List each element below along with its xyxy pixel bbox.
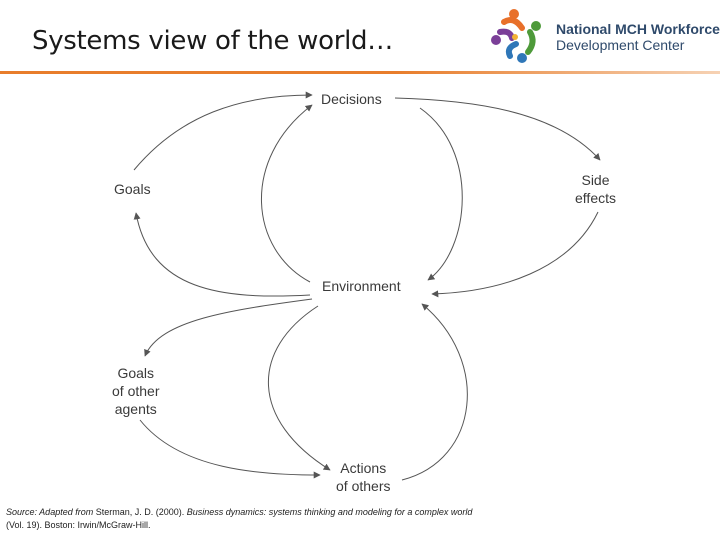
node-side-effects: Side effects [575,172,616,206]
organization-name-line-2: Development Center [556,37,685,53]
node-environment: Environment [322,278,401,294]
source-citation: Source: Adapted from Sterman, J. D. (200… [6,506,476,532]
node-goals-of-other-agents: Goals of other agents [112,365,160,417]
arrow-environment-to-goals-of-others [144,298,313,357]
arrow-decisions-to-environment [419,107,463,281]
node-goals: Goals [114,181,151,197]
arrow-goals-of-others-to-actions [139,419,321,479]
organization-name-line-1: National MCH Workforce [556,21,720,37]
arrow-decisions-to-side-effects [394,97,601,161]
arrow-environment-to-decisions [261,104,313,283]
arrow-actions-to-environment [401,303,468,481]
organization-logo [491,9,541,63]
arrow-goals-to-decisions [133,91,313,171]
organization-name: National MCH Workforce Development Cente… [556,21,720,53]
logo-people-icon [491,9,541,63]
title-divider [0,71,720,74]
arrow-side-effects-to-environment [431,211,599,298]
node-decisions: Decisions [321,91,382,107]
arrow-environment-to-goals [133,212,311,297]
source-author: Sterman, J. D. (2000). [95,507,187,517]
source-details: (Vol. 19). Boston: Irwin/McGraw-Hill. [6,520,151,530]
source-book-title: Business dynamics: systems thinking and … [186,507,473,517]
arrow-environment-to-actions [268,305,331,471]
systems-diagram [133,91,601,481]
slide-title: Systems view of the world… [32,26,393,56]
source-prefix: Source: Adapted from [6,507,96,517]
node-actions-of-others: Actions of others [336,460,391,494]
